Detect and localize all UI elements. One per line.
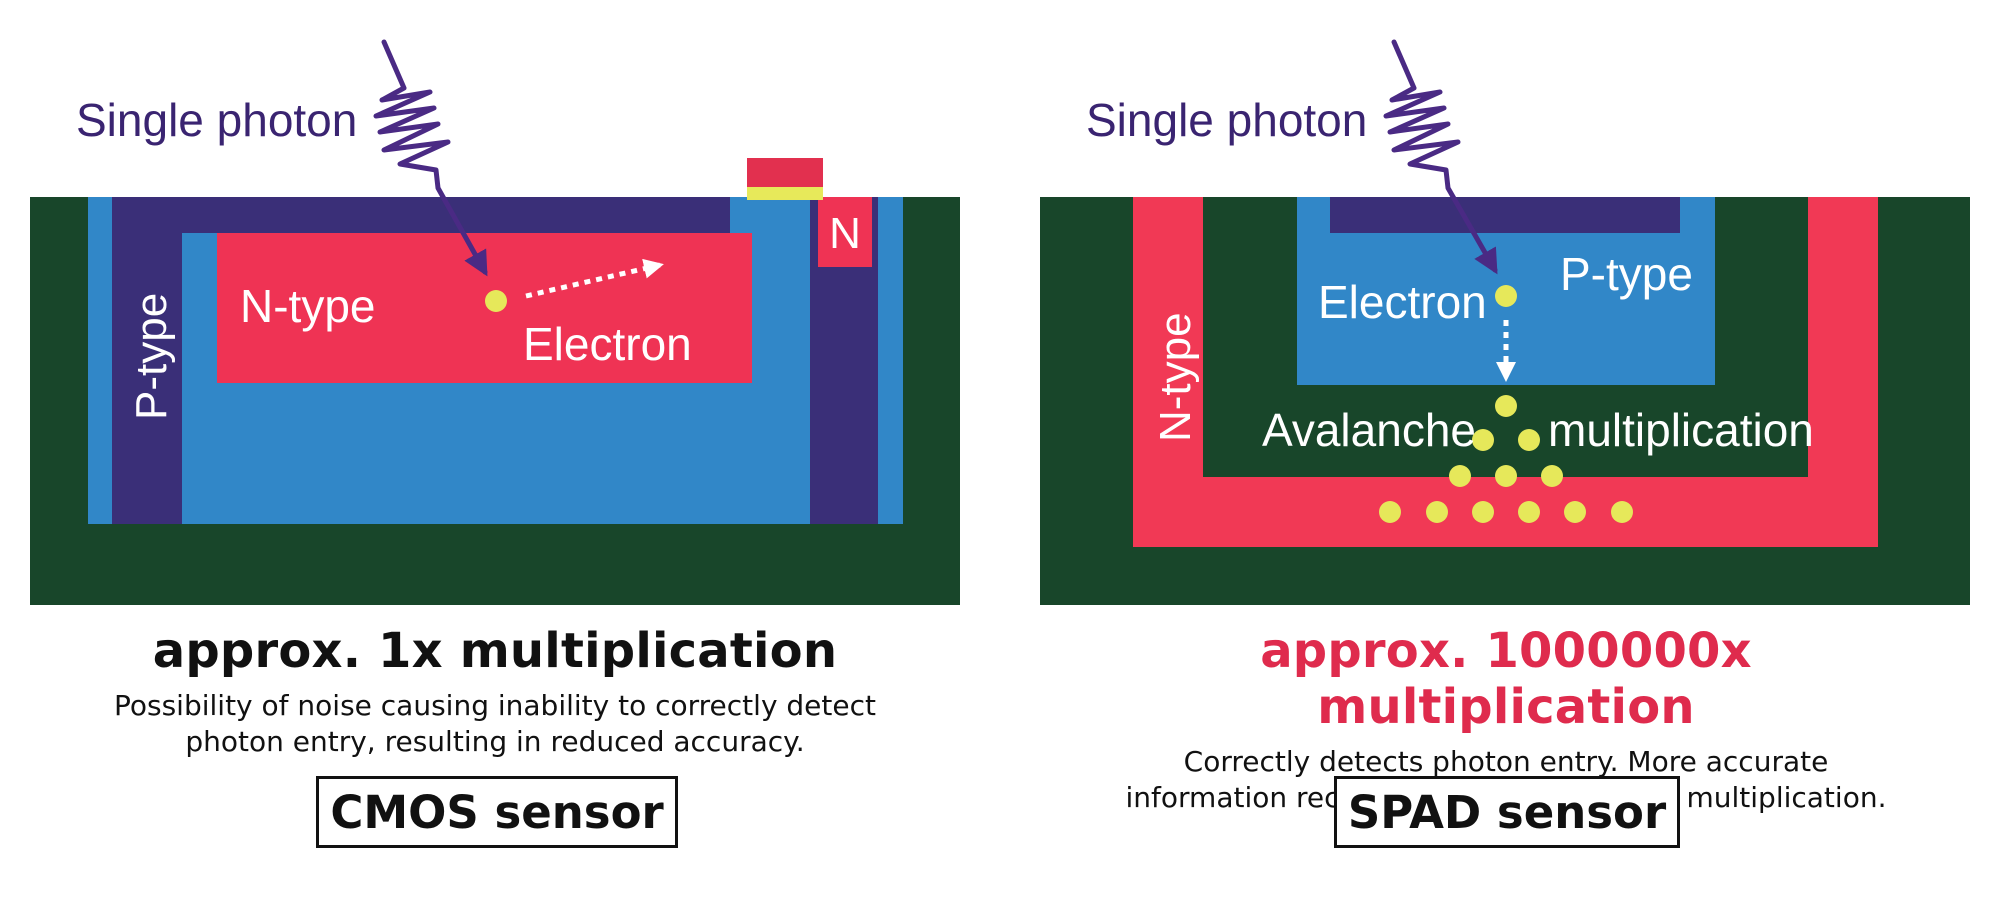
photon-wave-icon xyxy=(373,39,488,277)
electron-dot-icon xyxy=(1495,395,1517,417)
electron-dot-icon xyxy=(1495,285,1517,307)
electron-dot-icon xyxy=(1472,429,1494,451)
cmos-description: Possibility of noise causing inability t… xyxy=(113,689,876,758)
spad-description: Correctly detects photon entry. More acc… xyxy=(1125,745,1887,814)
cmos-sensor-label: CMOS sensor xyxy=(316,776,678,848)
spad-p-type-label: P-type xyxy=(1560,248,1693,300)
cmos-top-isolation xyxy=(112,197,730,233)
spad-electron-label: Electron xyxy=(1318,276,1487,328)
electron-dot-icon xyxy=(1518,429,1540,451)
photon-wave-icon xyxy=(1383,39,1498,275)
spad-multiplication-title: approx. 1000000x multiplication xyxy=(1260,623,1752,735)
cmos-electron-label: Electron xyxy=(523,318,692,370)
cmos-n-contact-region xyxy=(818,197,872,267)
cmos-left-isolation xyxy=(112,197,182,524)
cmos-photon-label: Single photon xyxy=(76,94,357,146)
avalanche-electrons xyxy=(1379,395,1633,523)
spad-sensor-label: SPAD sensor xyxy=(1334,776,1680,848)
cmos-p-type-label: P-type xyxy=(127,293,176,420)
spad-multiplication-label: multiplication xyxy=(1548,404,1814,456)
electron-dot-icon xyxy=(1449,465,1471,487)
cmos-gate-bottom xyxy=(747,187,823,200)
cmos-gate-top xyxy=(747,158,823,187)
electron-dot-icon xyxy=(1426,501,1448,523)
electron-dot-icon xyxy=(1564,501,1586,523)
cmos-multiplication-title: approx. 1x multiplication xyxy=(152,623,838,679)
cmos-n-type-label: N-type xyxy=(240,280,375,332)
electron-dot-icon xyxy=(1472,501,1494,523)
spad-photon-label: Single photon xyxy=(1086,94,1367,146)
spad-diagram: Single photon Electron P-type Avalanche … xyxy=(1040,39,1970,605)
spad-avalanche-label: Avalanche xyxy=(1262,404,1476,456)
electron-dot-icon xyxy=(1611,501,1633,523)
spad-caption: approx. 1000000x multiplication Correctl… xyxy=(1106,623,1906,816)
cmos-caption: approx. 1x multiplication Possibility of… xyxy=(95,623,895,760)
cmos-diagram: Single photon N-type Electron N P-type xyxy=(30,39,960,605)
spad-n-type-label: N-type xyxy=(1151,312,1200,442)
electron-dot-icon xyxy=(485,290,507,312)
electron-dot-icon xyxy=(1541,465,1563,487)
electron-dot-icon xyxy=(1518,501,1540,523)
cmos-n-label: N xyxy=(829,209,861,258)
electron-dot-icon xyxy=(1495,465,1517,487)
electron-dot-icon xyxy=(1379,501,1401,523)
spad-top-contact xyxy=(1330,197,1680,233)
